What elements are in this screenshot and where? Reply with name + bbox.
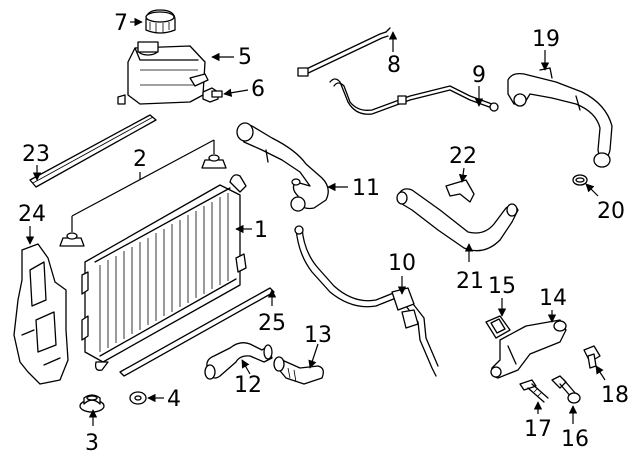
clip-4-part (129, 391, 147, 405)
callout-22: 22 (449, 144, 477, 169)
callout-5: 5 (238, 45, 252, 70)
coolant-pipe-19-part (507, 67, 613, 168)
expansion-tank-part (117, 41, 209, 105)
callout-2: 2 (133, 147, 147, 172)
isolator-2-upper-part (201, 140, 227, 169)
o-ring-20-part (572, 174, 588, 186)
upper-hose-11-part (236, 122, 329, 212)
bolt-6-part (202, 87, 223, 103)
cap-18-part (583, 345, 601, 369)
callout-16: 16 (561, 427, 589, 452)
callout-23: 23 (22, 142, 50, 167)
callout-4: 4 (167, 387, 181, 412)
callout-21: 21 (456, 269, 484, 294)
isolator-2-lower-part (59, 216, 85, 247)
callout-14: 14 (539, 286, 567, 311)
thermostat-housing-14-part (490, 319, 567, 379)
leader-lines (25, 17, 606, 426)
callout-15: 15 (488, 274, 516, 299)
callout-20: 20 (597, 199, 625, 224)
callout-6: 6 (251, 77, 265, 102)
hose-21-part (396, 188, 519, 252)
callout-labels: 7 5 6 8 9 19 20 22 11 2 23 24 1 25 21 10… (18, 11, 629, 456)
hose-13-part (273, 356, 324, 385)
tube-8-part (297, 27, 391, 77)
callout-7: 7 (114, 11, 128, 36)
tube-9-part (329, 78, 499, 115)
callout-12: 12 (234, 373, 262, 398)
bracket-22-part (445, 179, 475, 203)
grommet-3-part (79, 394, 105, 413)
bolt-16-part (551, 375, 581, 404)
reservoir-cap-part (145, 9, 176, 34)
bolt-17-part (519, 379, 549, 403)
air-deflector-part (13, 243, 69, 385)
callout-8: 8 (387, 53, 401, 78)
callout-10: 10 (388, 251, 416, 276)
radiator-part (81, 174, 247, 371)
gasket-15-part (485, 315, 511, 339)
callout-3: 3 (85, 431, 99, 456)
lower-hose-12-part (204, 342, 273, 380)
callout-19: 19 (532, 27, 560, 52)
callout-25: 25 (258, 311, 286, 336)
callout-18: 18 (601, 383, 629, 408)
callout-11: 11 (352, 176, 380, 201)
callout-24: 24 (18, 202, 46, 227)
callout-1: 1 (254, 218, 268, 243)
upper-seal-strip-part (29, 114, 157, 188)
callout-13: 13 (304, 323, 332, 348)
callout-9: 9 (472, 63, 486, 88)
hose-10-part (294, 225, 439, 377)
callout-17: 17 (524, 417, 552, 442)
